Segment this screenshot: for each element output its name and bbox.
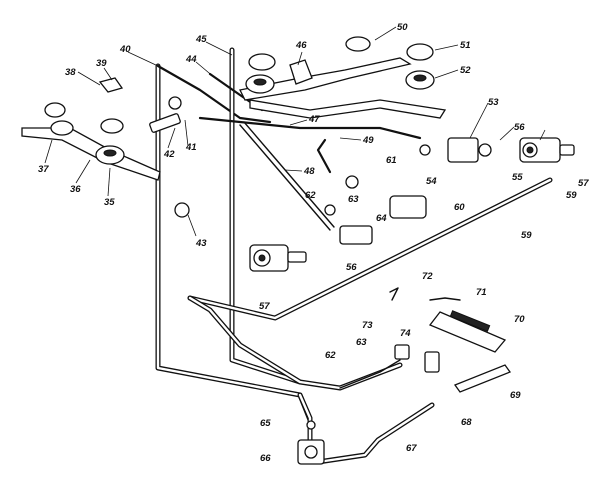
ignition-parts [149,96,492,245]
burner-valve-left [249,244,307,272]
label-49: 49 [362,135,374,146]
label-63-upper: 63 [348,194,359,205]
label-45: 45 [195,34,207,45]
label-56-left: 56 [346,262,357,273]
label-67: 67 [406,443,417,454]
label-72: 72 [422,271,433,282]
label-62-upper: 62 [305,190,316,201]
label-73: 73 [362,320,373,331]
label-47: 47 [308,114,320,125]
label-62-lower: 62 [325,350,336,361]
label-38: 38 [65,67,76,78]
label-41: 41 [185,142,197,153]
gas-manifold-piping [155,47,553,465]
label-57-left: 57 [259,301,270,312]
label-74: 74 [400,328,411,339]
label-64: 64 [376,213,387,224]
part-labels: 35 36 37 38 39 40 41 42 43 44 45 46 47 4… [38,22,589,464]
label-56-right: 56 [514,122,525,133]
label-70: 70 [514,314,525,325]
label-59-right: 59 [566,190,577,201]
label-59-manifold: 59 [521,230,532,241]
label-65: 65 [260,418,271,429]
label-39: 39 [96,58,107,69]
label-35: 35 [104,197,115,208]
label-63-lower: 63 [356,337,367,348]
label-71: 71 [476,287,487,298]
label-50: 50 [397,22,408,33]
label-46: 46 [295,40,307,51]
label-40: 40 [119,44,131,55]
label-69: 69 [510,390,521,401]
label-57-right: 57 [578,178,589,189]
label-43: 43 [195,238,207,249]
label-36: 36 [70,184,81,195]
label-60: 60 [454,202,465,213]
leader-lines [44,26,546,237]
label-42: 42 [163,149,175,160]
label-37: 37 [38,164,49,175]
pressure-regulator [297,420,325,465]
label-61: 61 [386,155,397,166]
label-52: 52 [460,65,471,76]
label-51: 51 [460,40,471,51]
label-55: 55 [512,172,523,183]
top-burner-assembly [239,36,447,119]
left-burner-assembly [21,77,161,181]
label-66: 66 [260,453,271,464]
label-44: 44 [185,54,197,65]
label-53: 53 [488,97,499,108]
label-54: 54 [426,176,437,187]
burner-valve-right [519,137,575,163]
igniter-bracket [389,287,512,393]
label-68: 68 [461,417,472,428]
label-48: 48 [303,166,315,177]
